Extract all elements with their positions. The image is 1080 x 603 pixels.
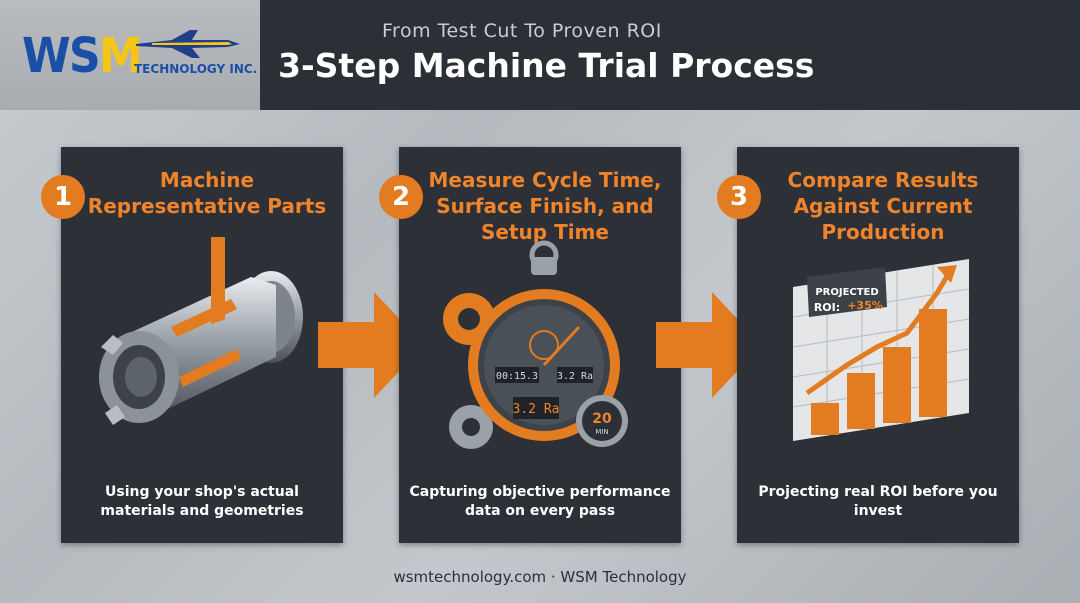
- step-caption: Using your shop's actual materials and g…: [100, 484, 304, 519]
- logo-panel: WSM TECHNOLOGY INC.: [0, 0, 260, 110]
- step-card-1: 1 Machine Representative Parts Using you…: [41, 147, 343, 543]
- footer-text: wsmtechnology.com · WSM Technology: [393, 568, 687, 586]
- step-number-badge: 3: [717, 175, 761, 219]
- step-card-2: 2 Measure Cycle Time, Surface Finish, an…: [379, 147, 681, 543]
- step-number-badge: 1: [41, 175, 85, 219]
- ra-small-readout: 3.2 Ra: [557, 371, 593, 382]
- header-subtitle: From Test Cut To Proven ROI: [382, 20, 662, 42]
- stopwatch-icon: 00:15.3 3.2 Ra 3.2 Ra 20 MIN: [443, 240, 628, 449]
- arrow-right-icon: [318, 292, 424, 398]
- step-title: Measure Cycle Time, Surface Finish, and …: [428, 168, 662, 244]
- arrow-right-icon: [656, 292, 762, 398]
- roi-value: +35%: [847, 299, 883, 312]
- roi-label: PROJECTED: [815, 287, 878, 298]
- ra-large-readout: 3.2 Ra: [513, 402, 560, 417]
- machined-part-icon: [99, 237, 303, 425]
- step-caption: Projecting real ROI before you invest: [758, 484, 998, 519]
- bar-chart-icon: PROJECTED ROI: +35%: [792, 259, 970, 441]
- jet-icon: [136, 30, 240, 58]
- page-title: 3-Step Machine Trial Process: [278, 46, 815, 85]
- wsm-logo: WSM: [22, 28, 143, 84]
- step-card-3: 3 Compare Results Against Current Produc…: [717, 147, 1019, 543]
- logo-subtitle: TECHNOLOGY INC.: [134, 62, 258, 76]
- elapsed-time-readout: 00:15.3: [496, 371, 538, 382]
- header-bar: From Test Cut To Proven ROI 3-Step Machi…: [260, 0, 1080, 110]
- roi-prefix: ROI:: [814, 301, 840, 314]
- step-title: Machine Representative Parts: [87, 168, 327, 218]
- setup-time-unit: MIN: [595, 428, 608, 436]
- step-number-badge: 2: [379, 175, 423, 219]
- setup-time-value: 20: [592, 411, 612, 427]
- step-title: Compare Results Against Current Producti…: [787, 168, 979, 244]
- step-caption: Capturing objective performance data on …: [409, 484, 671, 519]
